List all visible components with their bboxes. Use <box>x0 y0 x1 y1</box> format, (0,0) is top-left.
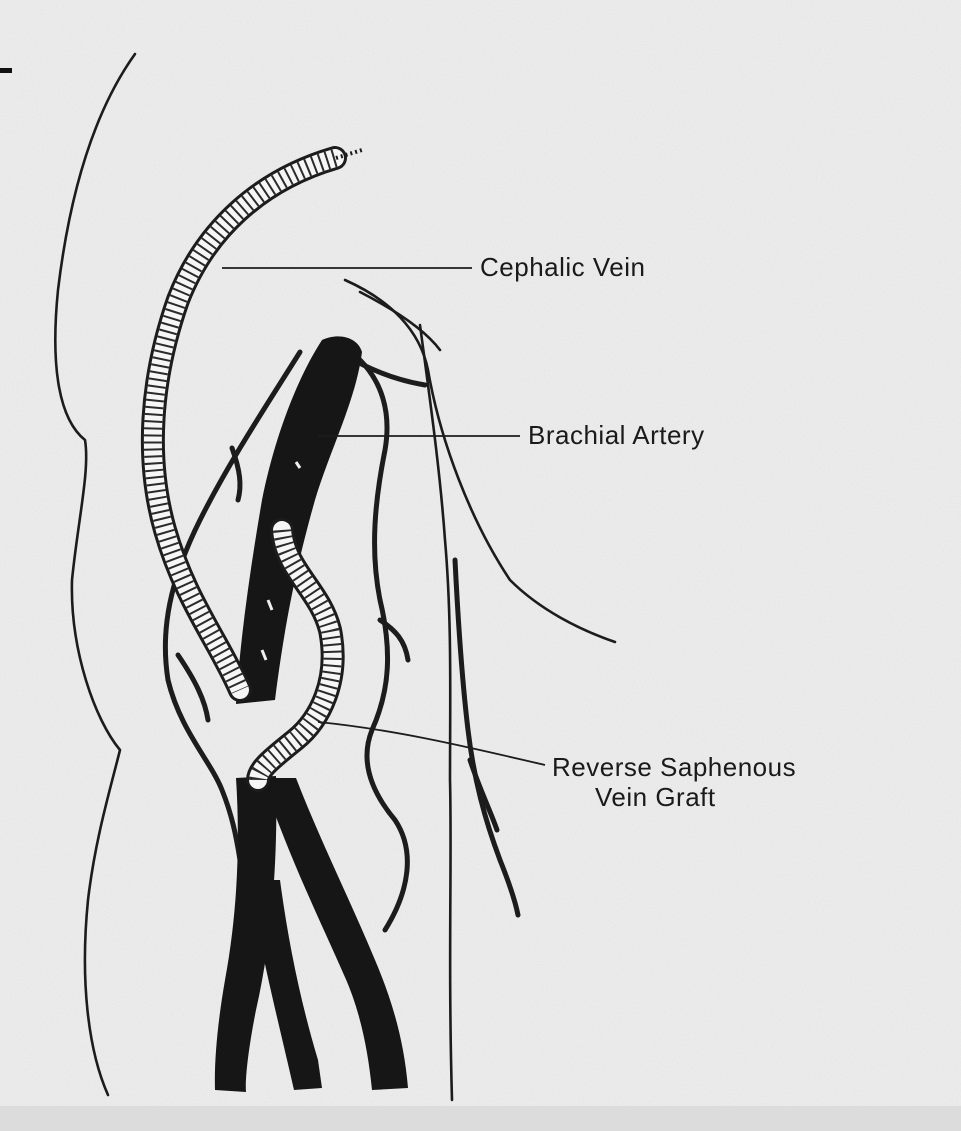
brachial-artery-label: Brachial Artery <box>528 420 705 450</box>
bottom-edge-band <box>0 1106 961 1131</box>
vein-graft-label-line2: Vein Graft <box>595 782 716 812</box>
vein-graft-label-line1: Reverse Saphenous <box>552 752 796 782</box>
corner-mark <box>0 68 12 73</box>
cephalic-vein-label: Cephalic Vein <box>480 252 646 282</box>
